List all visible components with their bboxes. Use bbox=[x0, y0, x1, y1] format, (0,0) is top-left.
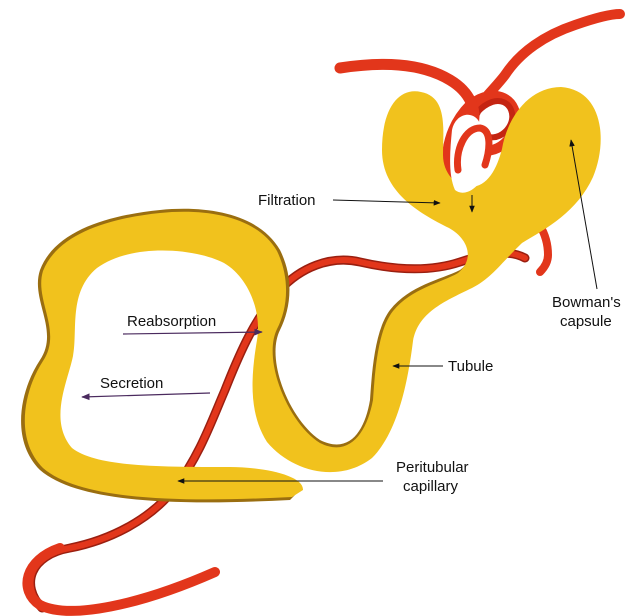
label-peritubular-line2: capillary bbox=[403, 478, 459, 495]
secretion-arrow bbox=[82, 393, 210, 397]
label-tubule: Tubule bbox=[448, 358, 493, 375]
label-reabsorption: Reabsorption bbox=[127, 313, 216, 330]
label-bowmans-capsule-line2: capsule bbox=[560, 313, 612, 330]
tubule-structure bbox=[21, 87, 601, 502]
reabsorption-arrow bbox=[123, 332, 262, 334]
label-secretion: Secretion bbox=[100, 375, 163, 392]
label-bowmans-capsule-line1: Bowman's bbox=[552, 294, 621, 311]
label-peritubular-line1: Peritubular bbox=[396, 459, 469, 476]
capillary-outflow-bottom bbox=[27, 548, 215, 611]
label-filtration: Filtration bbox=[258, 192, 316, 209]
